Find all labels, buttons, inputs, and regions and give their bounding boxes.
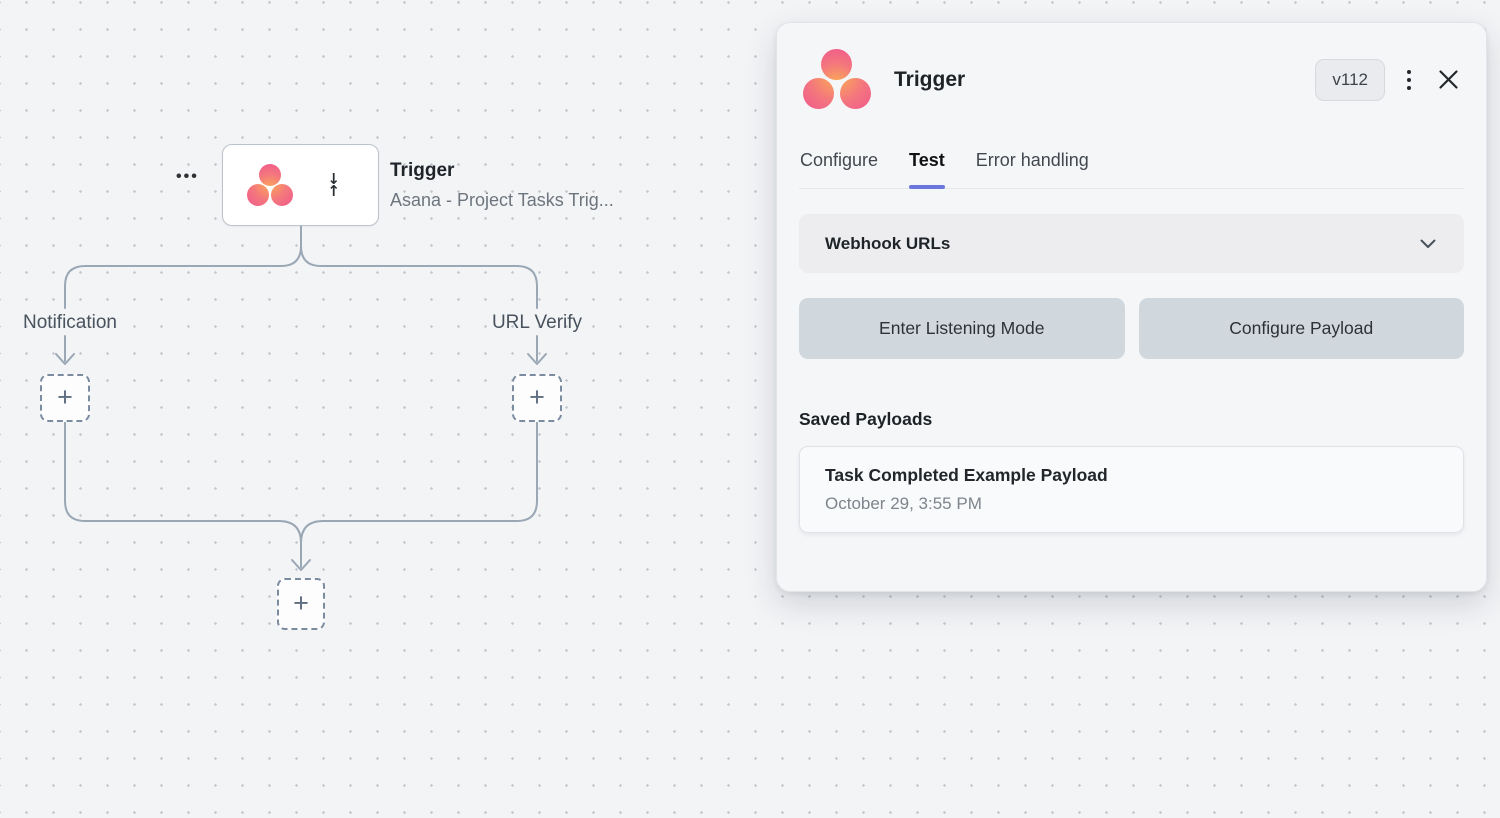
plus-icon: + [293, 587, 309, 618]
payload-timestamp: October 29, 3:55 PM [825, 494, 982, 513]
webhook-urls-label: Webhook URLs [825, 233, 951, 253]
tab-test[interactable]: Test [909, 150, 945, 189]
plus-icon: + [57, 381, 73, 412]
kebab-menu-icon[interactable] [1399, 62, 1419, 98]
add-step-notification[interactable]: + [40, 374, 90, 422]
saved-payload-item[interactable]: Task Completed Example Payload October 2… [799, 446, 1464, 533]
tab-test-label: Test [909, 150, 945, 170]
tab-configure[interactable]: Configure [800, 150, 879, 170]
close-icon[interactable] [1437, 68, 1460, 91]
branch-label-url-verify: URL Verify [491, 312, 583, 333]
trigger-node[interactable]: ↓↑ [222, 144, 379, 226]
active-tab-underline [909, 185, 945, 189]
payload-title: Task Completed Example Payload [825, 465, 1108, 485]
panel-tabs: Configure Test Error handling [799, 150, 1464, 189]
trigger-config-panel: Trigger v112 Configure Test Error handli… [776, 22, 1487, 592]
chevron-down-icon [1420, 239, 1436, 248]
panel-header: Trigger v112 [803, 49, 1460, 110]
branch-label-notification: Notification [23, 312, 117, 333]
trigger-node-label: Trigger Asana - Project Tasks Trig... [390, 160, 614, 211]
configure-payload-button[interactable]: Configure Payload [1138, 298, 1464, 359]
enter-listening-mode-button[interactable]: Enter Listening Mode [799, 298, 1125, 359]
add-step-url-verify[interactable]: + [512, 374, 562, 422]
asana-logo-icon [247, 164, 293, 206]
test-actions-row: Enter Listening Mode Configure Payload [799, 298, 1464, 359]
plus-icon: + [529, 381, 545, 412]
node-context-menu-button[interactable]: ••• [176, 168, 199, 185]
version-badge[interactable]: v112 [1315, 58, 1385, 101]
node-subtitle: Asana - Project Tasks Trig... [390, 190, 614, 210]
saved-payloads-heading: Saved Payloads [799, 409, 933, 429]
panel-title: Trigger [894, 67, 966, 91]
node-title: Trigger [390, 160, 455, 181]
add-step-merge[interactable]: + [277, 578, 325, 630]
asana-logo-icon [803, 49, 871, 110]
trigger-type-icon: ↓↑ [327, 170, 340, 200]
webhook-urls-section-toggle[interactable]: Webhook URLs [799, 214, 1464, 273]
tab-error-handling[interactable]: Error handling [975, 150, 1089, 170]
